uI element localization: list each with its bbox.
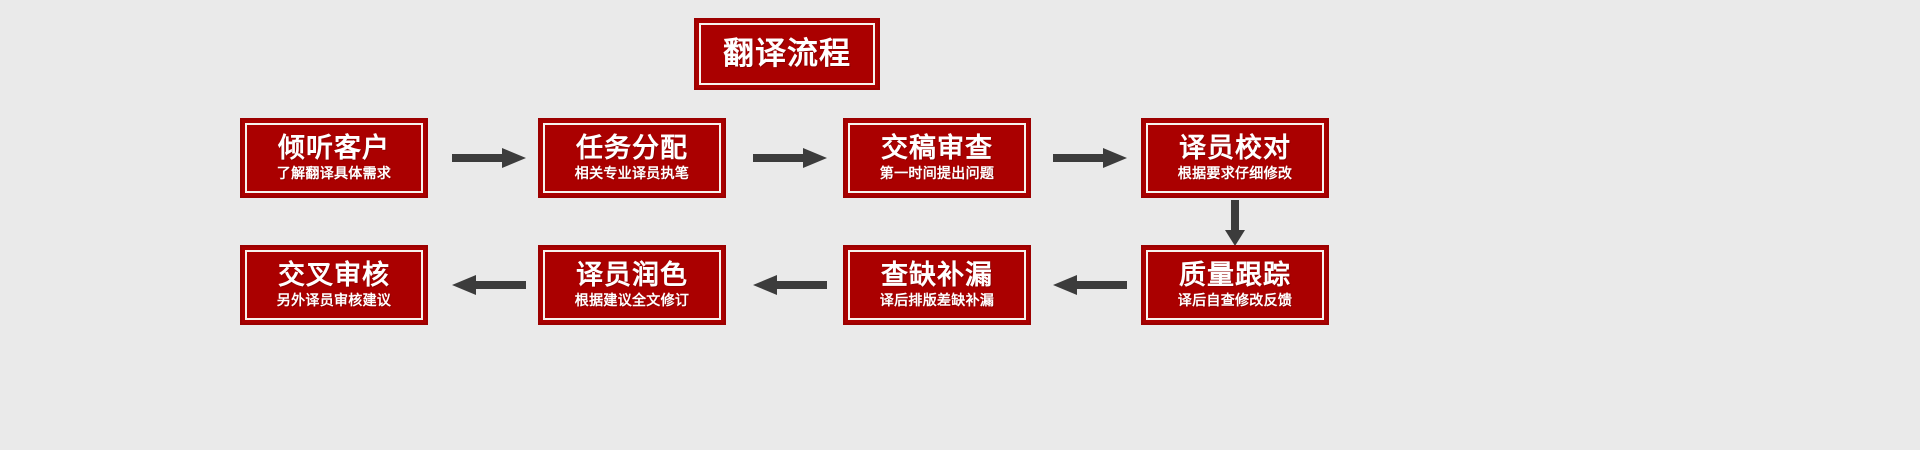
step-2-subline: 相关专业译员执笔 [574, 166, 690, 182]
step-box-2-task-assignment[interactable]: 任务分配 相关专业译员执笔 [538, 118, 726, 198]
step-3-headline: 交稿审查 [881, 133, 993, 164]
step-2-headline: 任务分配 [576, 133, 688, 164]
step-7-subline: 根据建议全文修订 [574, 293, 690, 309]
step-4-subline: 根据要求仔细修改 [1177, 166, 1293, 182]
arrow-right-icon-3 [1053, 145, 1127, 171]
step-box-3-draft-review[interactable]: 交稿审查 第一时间提出问题 [843, 118, 1031, 198]
step-3-subline: 第一时间提出问题 [879, 166, 995, 182]
diagram-title-text: 翻译流程 [723, 35, 851, 72]
step-box-6-gap-checking[interactable]: 查缺补漏 译后排版差缺补漏 [843, 245, 1031, 325]
step-box-5-quality-tracking[interactable]: 质量跟踪 译后自查修改反馈 [1141, 245, 1329, 325]
step-box-7-translator-polishing[interactable]: 译员润色 根据建议全文修订 [538, 245, 726, 325]
step-6-headline: 查缺补漏 [881, 260, 993, 291]
step-box-1-listen-to-client[interactable]: 倾听客户 了解翻译具体需求 [240, 118, 428, 198]
arrow-right-icon-2 [753, 145, 827, 171]
arrow-left-icon-1 [1053, 272, 1127, 298]
step-1-subline: 了解翻译具体需求 [276, 166, 392, 182]
step-5-headline: 质量跟踪 [1179, 260, 1291, 291]
diagram-title-box: 翻译流程 [694, 18, 880, 90]
step-6-subline: 译后排版差缺补漏 [879, 293, 995, 309]
arrow-left-icon-3 [452, 272, 526, 298]
arrow-left-icon-2 [753, 272, 827, 298]
step-7-headline: 译员润色 [576, 260, 688, 291]
arrow-down-icon-1 [1222, 200, 1248, 246]
step-8-headline: 交叉审核 [278, 260, 390, 291]
step-box-4-translator-proofreading[interactable]: 译员校对 根据要求仔细修改 [1141, 118, 1329, 198]
step-5-subline: 译后自查修改反馈 [1177, 293, 1293, 309]
step-box-8-cross-review[interactable]: 交叉审核 另外译员审核建议 [240, 245, 428, 325]
step-4-headline: 译员校对 [1179, 133, 1291, 164]
arrow-right-icon-1 [452, 145, 526, 171]
step-8-subline: 另外译员审核建议 [276, 293, 392, 309]
step-1-headline: 倾听客户 [278, 133, 390, 164]
